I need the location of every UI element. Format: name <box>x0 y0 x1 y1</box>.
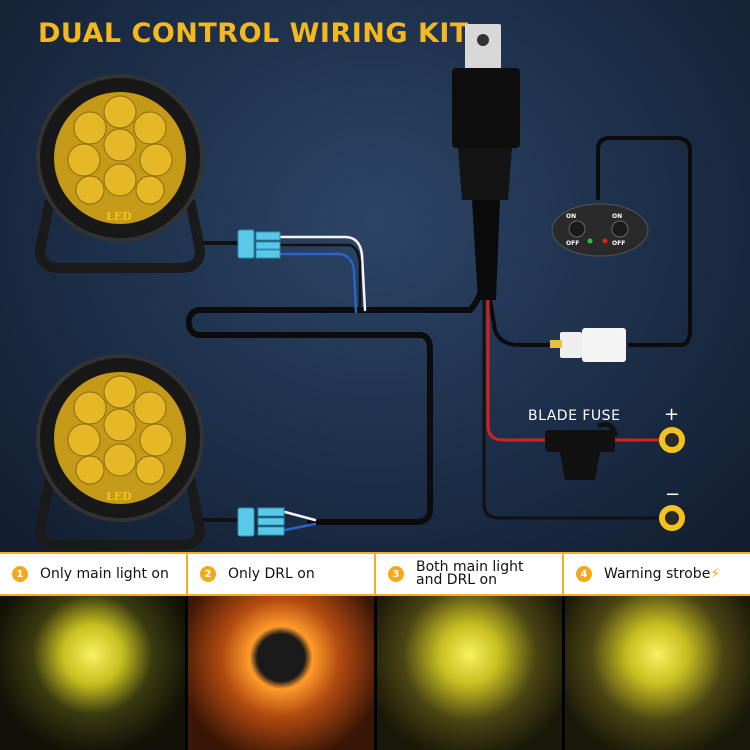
mode-label-2: 2 Only DRL on <box>188 554 376 594</box>
positive-label: + <box>664 404 680 425</box>
switch-off-label-2: OFF <box>612 240 626 247</box>
negative-label: − <box>665 484 681 505</box>
wiring-diagram-panel: DUAL CONTROL WIRING KIT <box>0 0 750 552</box>
mode-photos <box>0 596 750 750</box>
wiring-diagram: LED LED <box>34 24 692 550</box>
led-lamp-top: LED <box>34 74 206 273</box>
photo-strobe <box>564 596 750 750</box>
mode-number-badge: 3 <box>388 566 404 582</box>
photo-main-light <box>0 596 186 750</box>
relay <box>452 24 520 300</box>
mode-text: Only DRL on <box>228 565 315 582</box>
svg-text:LED: LED <box>106 210 132 223</box>
switch-on-label-1: ON <box>566 213 577 220</box>
wire-black-top <box>278 243 362 312</box>
mode-text: Only main light on <box>40 565 169 582</box>
lightning-icon: ⚡ <box>710 565 721 582</box>
page-title: DUAL CONTROL WIRING KIT <box>38 18 469 49</box>
positive-terminal <box>659 427 685 453</box>
blade-fuse <box>545 421 619 480</box>
photo-drl <box>188 596 374 750</box>
mode-labels: 1 Only main light on 2 Only DRL on 3 Both m… <box>0 552 750 596</box>
mode-label-4: 4 Warning strobe⚡ <box>564 554 750 594</box>
switch-plug <box>550 328 626 362</box>
mode-text: Warning strobe <box>604 565 711 582</box>
photo-both <box>376 596 562 750</box>
negative-terminal <box>659 505 685 531</box>
led-lamp-bottom: LED <box>34 354 206 550</box>
mode-number-badge: 2 <box>200 566 216 582</box>
wire-positive <box>486 298 662 442</box>
mode-label-1: 1 Only main light on <box>0 554 188 594</box>
svg-text:LED: LED <box>106 490 132 503</box>
connector-top <box>237 229 281 259</box>
mode-label-3: 3 Both main light and DRL on <box>376 554 564 594</box>
switch-on-label-2: ON <box>612 213 623 220</box>
wire-blue-bottom <box>283 522 317 532</box>
wire-harness-main <box>185 197 496 525</box>
mode-number-badge: 1 <box>12 566 28 582</box>
blade-fuse-label: BLADE FUSE <box>528 408 621 424</box>
mode-text: Both main light and DRL on <box>416 559 524 588</box>
connector-bottom <box>237 507 285 537</box>
switch-off-label-1: OFF <box>566 240 580 247</box>
wire-white-bottom <box>283 510 317 522</box>
wire-blue-top <box>278 252 358 314</box>
dual-switch <box>551 203 649 257</box>
wire-white-top <box>278 235 367 312</box>
wire-negative <box>482 298 662 520</box>
wire-to-switch <box>488 136 692 347</box>
mode-number-badge: 4 <box>576 566 592 582</box>
